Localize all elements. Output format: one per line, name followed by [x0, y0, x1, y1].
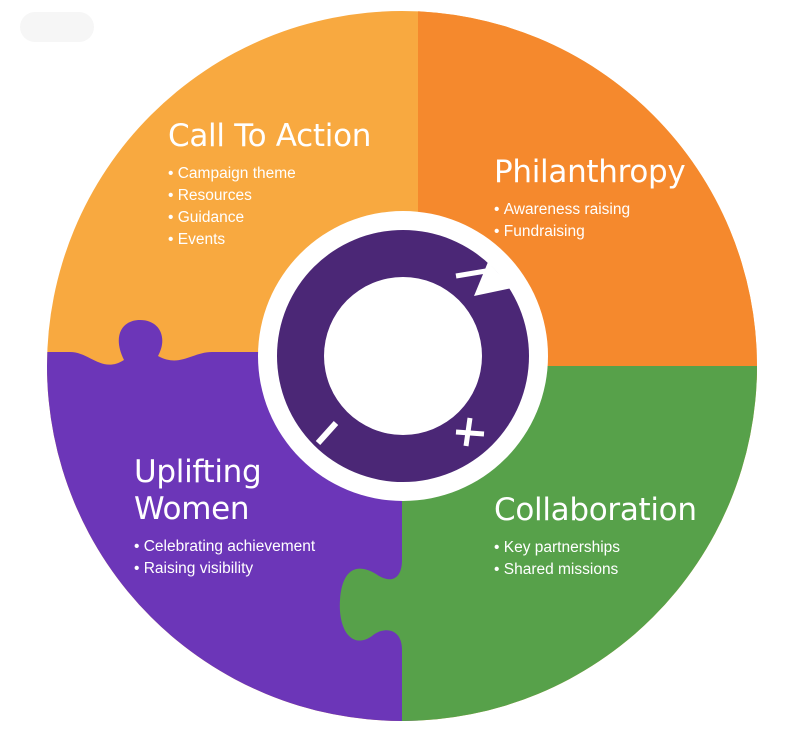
quadrant-title: Uplifting Women: [134, 454, 315, 528]
list-item: Celebrating achievement: [134, 536, 315, 558]
list-item: Raising visibility: [134, 558, 315, 580]
quadrant-title: Call To Action: [168, 118, 372, 154]
title-line: Uplifting: [134, 454, 262, 490]
bullet-list: Campaign theme Resources Guidance Events: [168, 163, 371, 251]
bullet-list: Key partnerships Shared missions: [494, 537, 697, 581]
list-item: Guidance: [168, 207, 371, 229]
list-item: Resources: [168, 185, 371, 207]
quadrant-uplifting-women: Uplifting Women Celebrating achievement …: [134, 454, 315, 580]
list-item: Shared missions: [494, 559, 697, 581]
quadrant-title: Philanthropy: [494, 154, 686, 190]
quadrant-collaboration: Collaboration Key partnerships Shared mi…: [494, 492, 697, 581]
list-item: Events: [168, 229, 371, 251]
bullet-list: Celebrating achievement Raising visibili…: [134, 536, 315, 580]
watermark-logo: [20, 12, 94, 42]
gender-equality-symbol-icon: [277, 230, 529, 482]
title-line: Women: [134, 491, 250, 527]
quadrant-call-to-action: Call To Action Campaign theme Resources …: [168, 118, 371, 251]
list-item: Fundraising: [494, 221, 685, 243]
list-item: Key partnerships: [494, 537, 697, 559]
bullet-list: Awareness raising Fundraising: [494, 199, 685, 243]
list-item: Campaign theme: [168, 163, 371, 185]
quadrant-philanthropy: Philanthropy Awareness raising Fundraisi…: [494, 154, 686, 243]
list-item: Awareness raising: [494, 199, 685, 221]
quadrant-title: Collaboration: [494, 492, 697, 528]
